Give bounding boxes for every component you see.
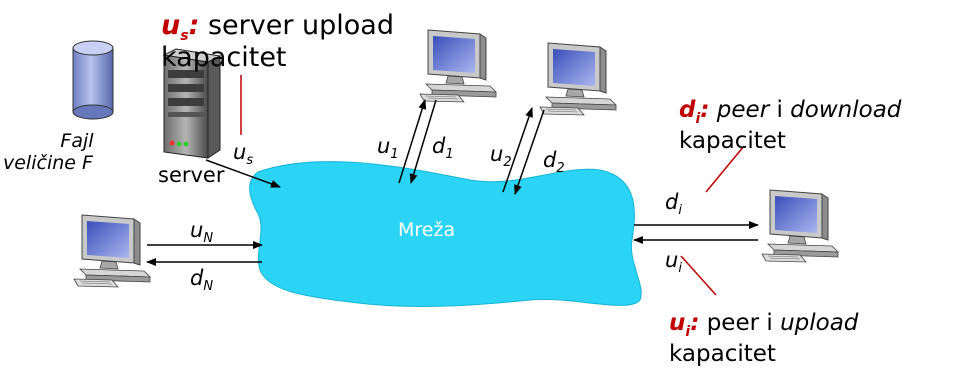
di-callout-subscript: i <box>695 111 701 127</box>
download-callout: di: peer i download <box>679 97 902 127</box>
di-label: di <box>665 190 682 218</box>
u1-label: u1 <box>377 134 399 162</box>
dN-symbol: d <box>190 266 204 290</box>
ui-callout-symbol: u <box>669 310 686 336</box>
ui-label: ui <box>665 248 682 276</box>
uN-symbol: u <box>190 218 204 242</box>
dN-label: dN <box>190 266 214 294</box>
d1-subscript: 1 <box>445 147 454 162</box>
u1-subscript: 1 <box>390 147 399 162</box>
u2-subscript: 2 <box>503 155 512 170</box>
d1-symbol: d <box>432 134 446 158</box>
dN-subscript: N <box>203 279 214 294</box>
server-upload-callout: us: server upload <box>161 12 394 43</box>
di-callout-colon: : <box>700 97 710 123</box>
server-tower-icon <box>162 48 222 159</box>
file-label-line1: Fajl <box>60 130 94 152</box>
di-subscript: i <box>678 203 682 218</box>
upload-capacity-text: kapacitet <box>669 341 776 367</box>
ui-callout-colon: : <box>690 310 700 336</box>
d2-symbol: d <box>543 148 557 172</box>
us-symbol: u <box>161 10 181 41</box>
server-capacity-text: kapacitet <box>161 42 287 73</box>
upload-word-upload: upload <box>780 310 859 336</box>
us-label-symbol: u <box>233 140 247 164</box>
desktop-computer-icon <box>539 42 617 116</box>
us-subscript: s <box>180 28 189 44</box>
download-capacity-text: kapacitet <box>679 128 786 154</box>
u2-arrow <box>502 107 533 193</box>
desktop-computer-icon <box>419 29 497 103</box>
ui-callout-line <box>680 255 717 296</box>
file-label-line2: veličine F <box>3 152 93 174</box>
uN-subscript: N <box>203 231 214 246</box>
di-callout-symbol: d <box>679 97 696 123</box>
upload-word-peer-i: peer i <box>699 310 781 336</box>
download-word-download: download <box>790 97 902 123</box>
us-colon: : <box>188 10 200 41</box>
download-word-i: i <box>769 97 791 123</box>
uN-label: uN <box>190 218 214 246</box>
ui-callout-subscript: i <box>685 324 691 340</box>
server-upload-text: server upload <box>207 10 394 41</box>
server-upload-arrow <box>205 159 281 188</box>
network-label: Mreža <box>398 219 456 241</box>
di-symbol: d <box>665 190 679 214</box>
d2-subscript: 2 <box>556 161 565 176</box>
upload-callout: ui: peer i upload <box>669 310 859 340</box>
server-label: server <box>158 163 225 187</box>
download-word-peer: peer <box>716 97 770 123</box>
u1-arrow <box>398 99 427 184</box>
d2-label: d2 <box>543 148 565 176</box>
u1-symbol: u <box>377 134 391 158</box>
ui-symbol: u <box>665 248 679 272</box>
u2-label: u2 <box>490 142 512 170</box>
network-cloud <box>249 161 642 307</box>
di-callout-line <box>705 145 745 193</box>
d1-arrow <box>409 99 437 184</box>
us-label-subscript: s <box>246 153 254 168</box>
desktop-computer-icon <box>761 189 839 263</box>
us-label: us <box>233 140 254 168</box>
d2-arrow <box>514 109 545 195</box>
ui-subscript: i <box>678 261 682 276</box>
database-cylinder-icon <box>72 40 114 120</box>
d1-label: d1 <box>432 134 454 162</box>
desktop-computer-icon <box>73 214 151 288</box>
u2-symbol: u <box>490 142 504 166</box>
